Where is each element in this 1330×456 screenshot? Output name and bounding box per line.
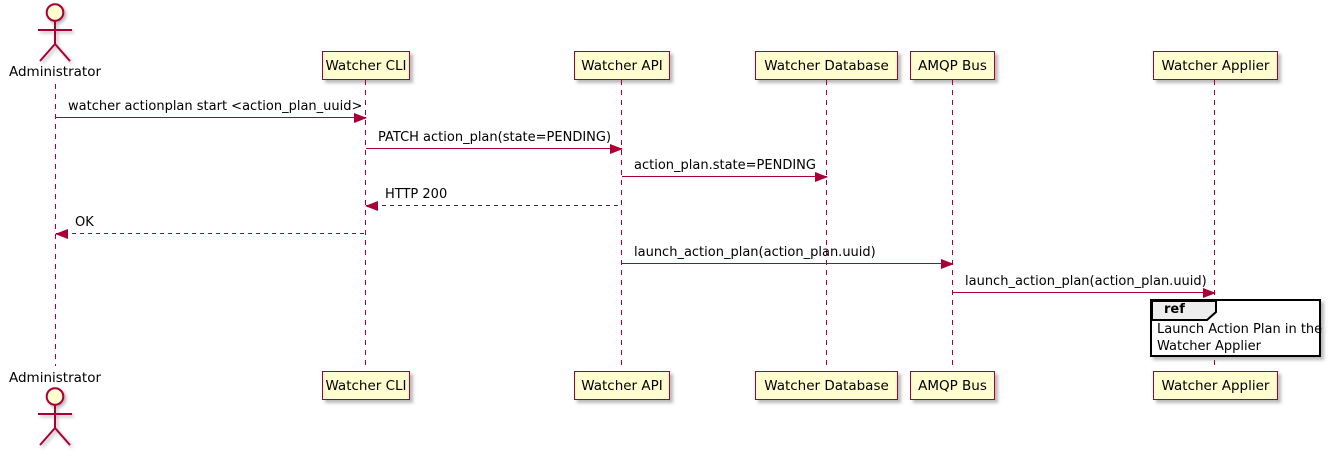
ref-fragment: ref Launch Action Plan in the Watcher Ap… [1150, 299, 1323, 357]
message-line [622, 176, 827, 178]
message-label: watcher actionplan start <action_plan_uu… [68, 99, 363, 114]
message-line [622, 263, 953, 265]
actor-label-top: Administrator [8, 64, 102, 80]
lifeline-watcher-database [826, 80, 827, 370]
actor-label-bottom: Administrator [8, 370, 102, 386]
participant-watcher-cli-top: Watcher CLI [322, 51, 410, 80]
lifeline-amqp-bus [952, 80, 953, 370]
actor-figure-icon [38, 387, 72, 446]
participant-watcher-cli-bottom: Watcher CLI [322, 371, 410, 400]
message-label: action_plan.state=PENDING [634, 158, 816, 173]
arrowhead-icon [941, 258, 954, 269]
participant-amqp-bus-top: AMQP Bus [910, 51, 995, 80]
arrowhead-icon [610, 143, 623, 154]
lifeline-administrator [55, 84, 56, 366]
ref-tag-pentagon-icon [1151, 300, 1217, 321]
actor-figure-icon [38, 3, 72, 62]
participant-watcher-database-bottom: Watcher Database [755, 371, 898, 400]
participant-watcher-api-bottom: Watcher API [574, 371, 670, 400]
message-label: PATCH action_plan(state=PENDING) [378, 130, 612, 145]
participant-watcher-database-top: Watcher Database [755, 51, 898, 80]
participant-watcher-applier-top: Watcher Applier [1153, 51, 1278, 80]
ref-tag-label: ref [1164, 302, 1185, 317]
arrowhead-icon [354, 112, 367, 123]
lifeline-watcher-applier [1214, 80, 1215, 370]
message-label: HTTP 200 [385, 187, 448, 202]
message-line [366, 205, 622, 207]
participant-watcher-applier-bottom: Watcher Applier [1153, 371, 1278, 400]
participant-watcher-api-top: Watcher API [574, 51, 670, 80]
arrowhead-icon [815, 171, 828, 182]
message-line [366, 148, 622, 150]
participant-amqp-bus-bottom: AMQP Bus [910, 371, 995, 400]
arrowhead-icon [1203, 287, 1216, 298]
message-line [953, 292, 1215, 294]
lifeline-watcher-cli [365, 80, 366, 370]
message-line [56, 233, 366, 235]
arrowhead-icon [365, 200, 378, 211]
arrowhead-icon [55, 228, 68, 239]
message-label: OK [75, 215, 94, 230]
ref-text-line2: Watcher Applier [1157, 339, 1261, 354]
ref-text-line1: Launch Action Plan in the [1157, 322, 1323, 337]
lifeline-watcher-api [621, 80, 622, 370]
message-label: launch_action_plan(action_plan.uuid) [634, 245, 876, 260]
message-label: launch_action_plan(action_plan.uuid) [965, 274, 1207, 289]
message-line [56, 117, 366, 119]
